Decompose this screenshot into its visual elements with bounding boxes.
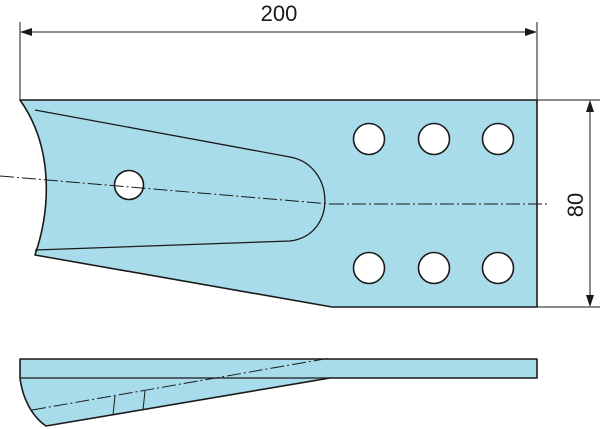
side-profile-outline (19, 358, 538, 427)
blade-outline (19, 99, 538, 308)
bolt-hole (481, 122, 515, 156)
height-dimension: 80 (537, 99, 600, 308)
bolt-hole (417, 122, 451, 156)
side-section-mark (112, 395, 116, 416)
top-view (0, 99, 548, 308)
bevel-contour (34, 109, 326, 251)
bolt-hole (481, 251, 515, 285)
height-label: 80 (563, 193, 588, 217)
width-label: 200 (261, 1, 298, 26)
side-bevel-center (31, 357, 331, 411)
side-section-mark (142, 390, 146, 411)
side-view (19, 357, 538, 427)
bolt-hole (417, 251, 451, 285)
pivot-hole (113, 169, 145, 201)
width-dimension: 200 (19, 1, 538, 100)
bolt-hole (352, 251, 386, 285)
bolt-hole (352, 122, 386, 156)
slanted-centerline (0, 175, 331, 205)
